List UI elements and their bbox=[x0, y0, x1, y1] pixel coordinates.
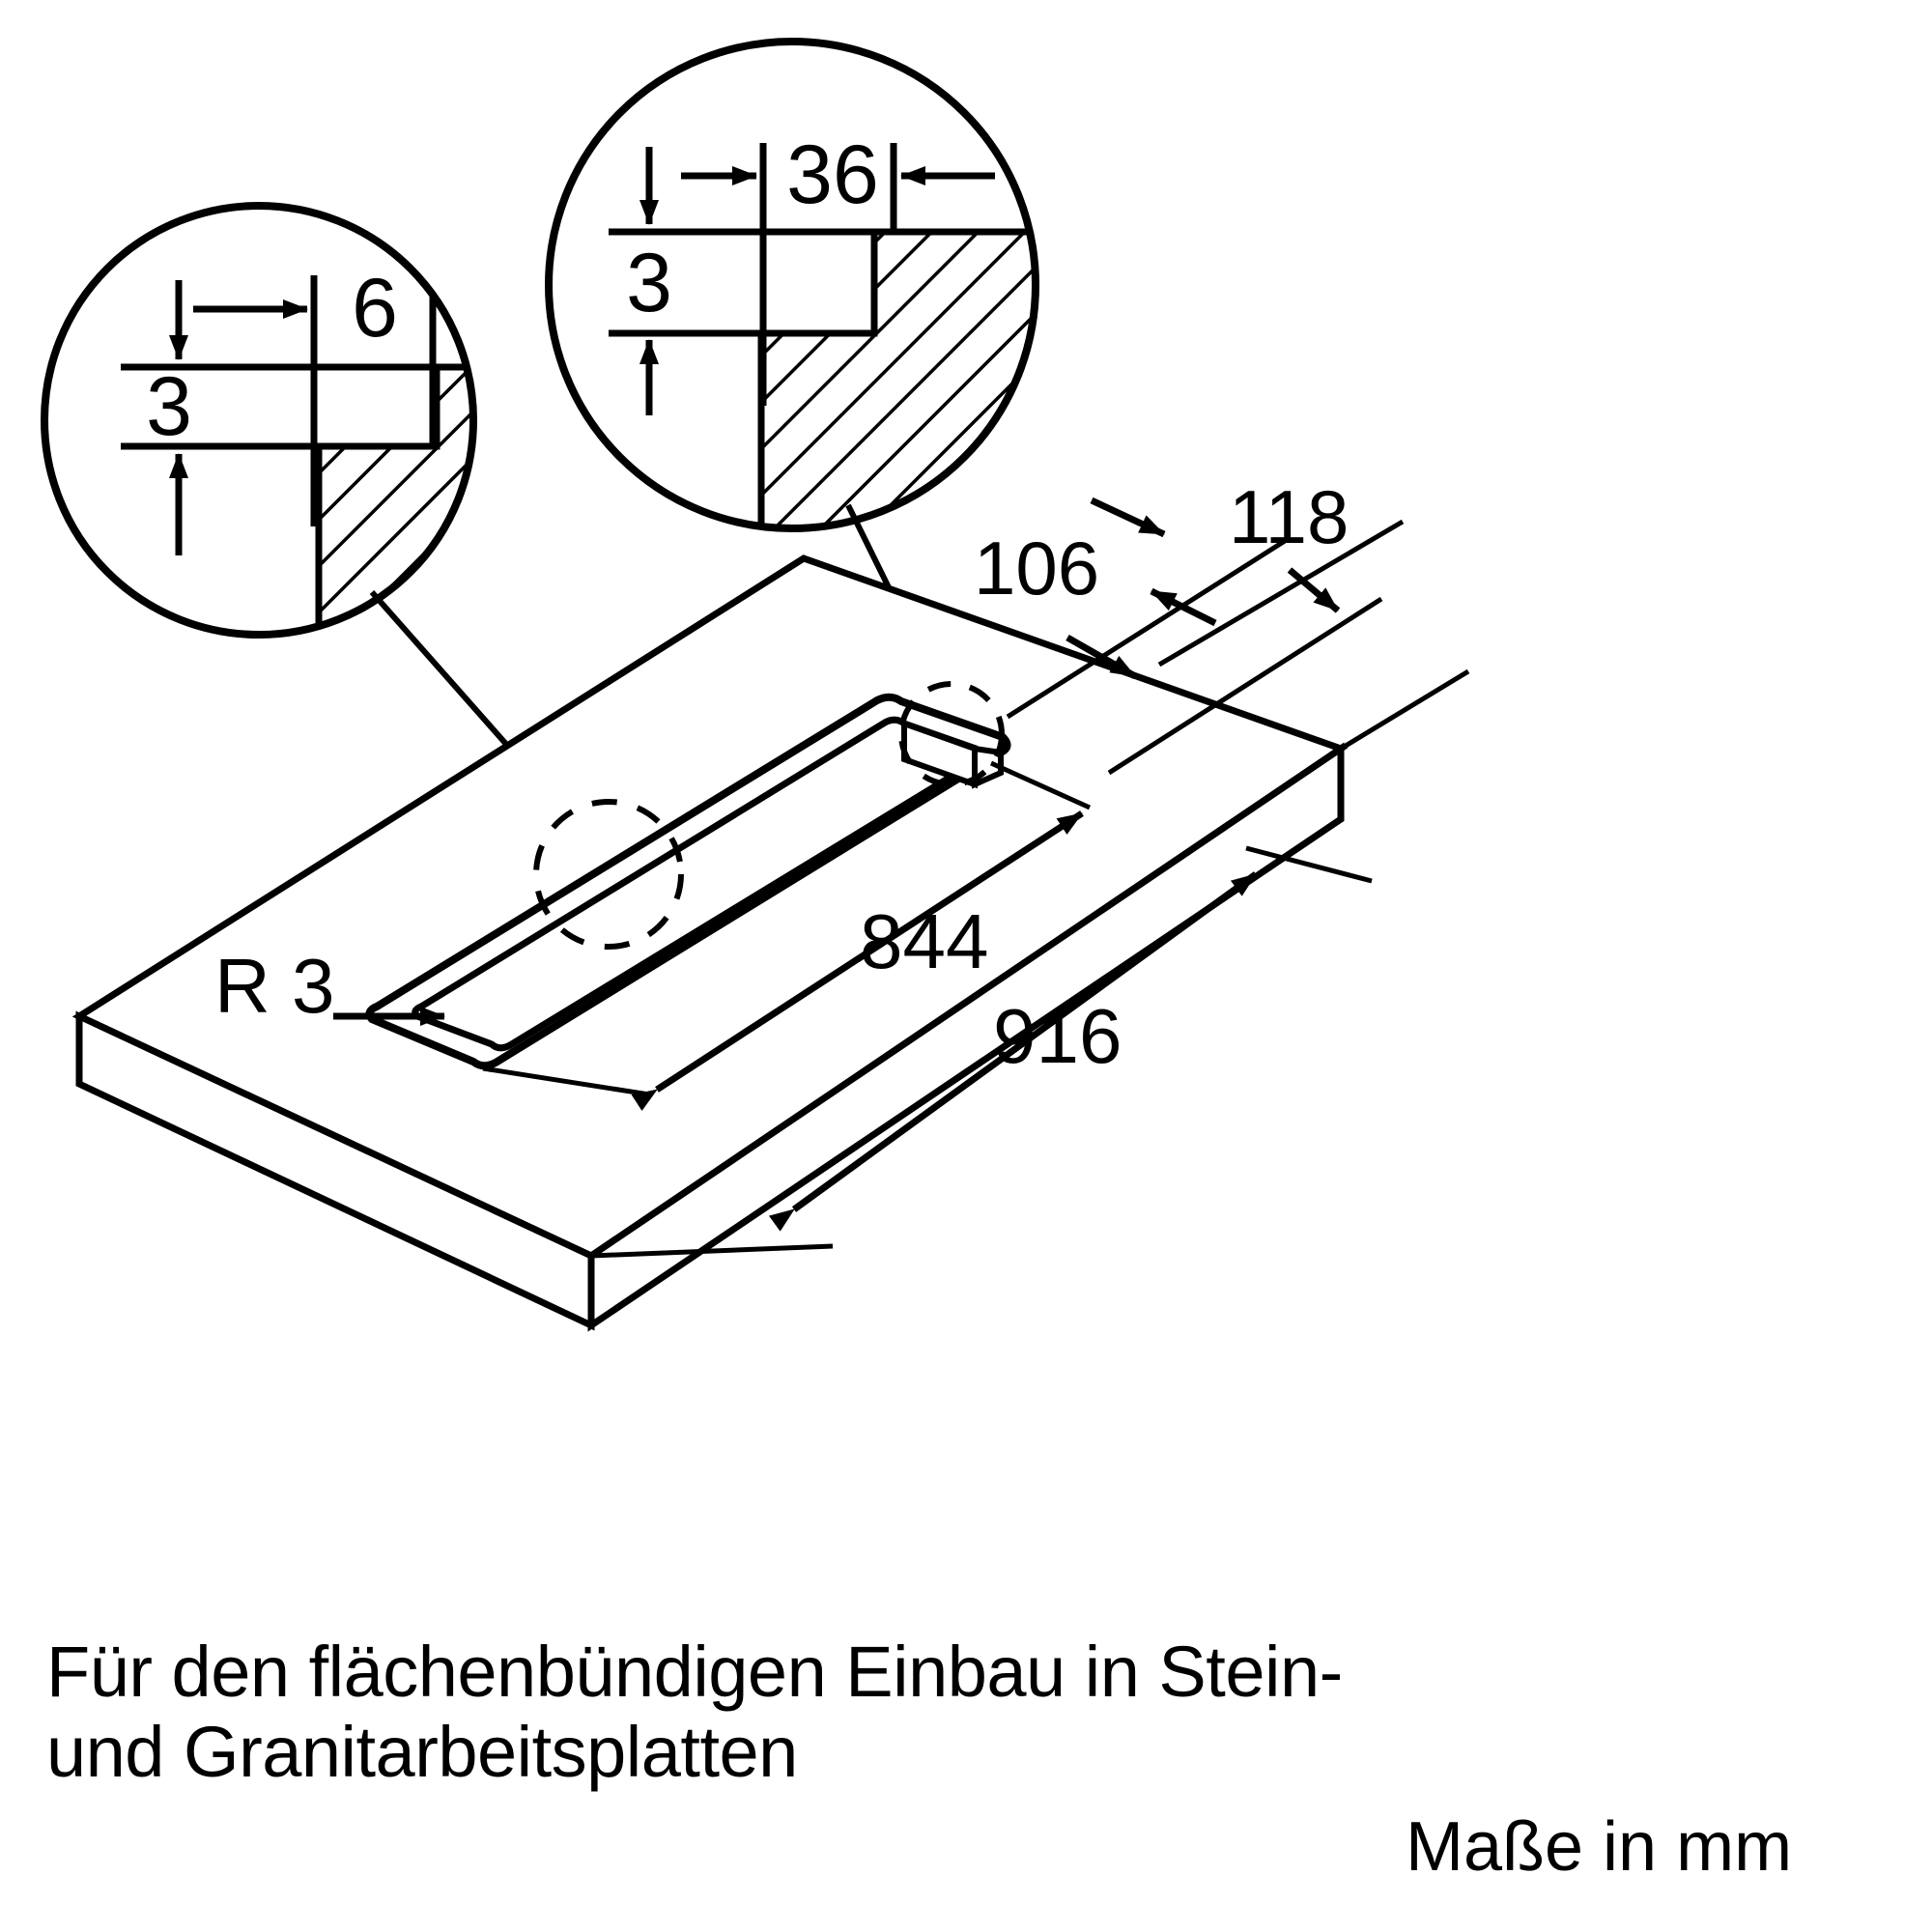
units-note: Maße in mm bbox=[1406, 1808, 1793, 1886]
label-844: 844 bbox=[860, 898, 988, 984]
detail-right-outline bbox=[545, 38, 1039, 532]
label-radius: R 3 bbox=[214, 943, 335, 1029]
caption-text: Für den flächenbündigen Einbau in Stein-… bbox=[46, 1632, 1343, 1792]
detail-left-depth-label: 3 bbox=[146, 360, 192, 453]
detail-left-outline bbox=[41, 202, 477, 639]
callout-circle-right bbox=[898, 681, 1005, 787]
detail-left-width-label: 6 bbox=[352, 262, 398, 355]
label-118: 118 bbox=[1229, 474, 1349, 559]
dimension-106 bbox=[1006, 538, 1383, 776]
detail-right-depth-label: 3 bbox=[626, 237, 672, 329]
dimension-916 bbox=[590, 845, 1373, 1259]
detail-right-width-label: 36 bbox=[786, 128, 879, 221]
label-106: 106 bbox=[974, 526, 1099, 611]
dimension-118 bbox=[1090, 497, 1470, 752]
label-916: 916 bbox=[993, 993, 1122, 1079]
